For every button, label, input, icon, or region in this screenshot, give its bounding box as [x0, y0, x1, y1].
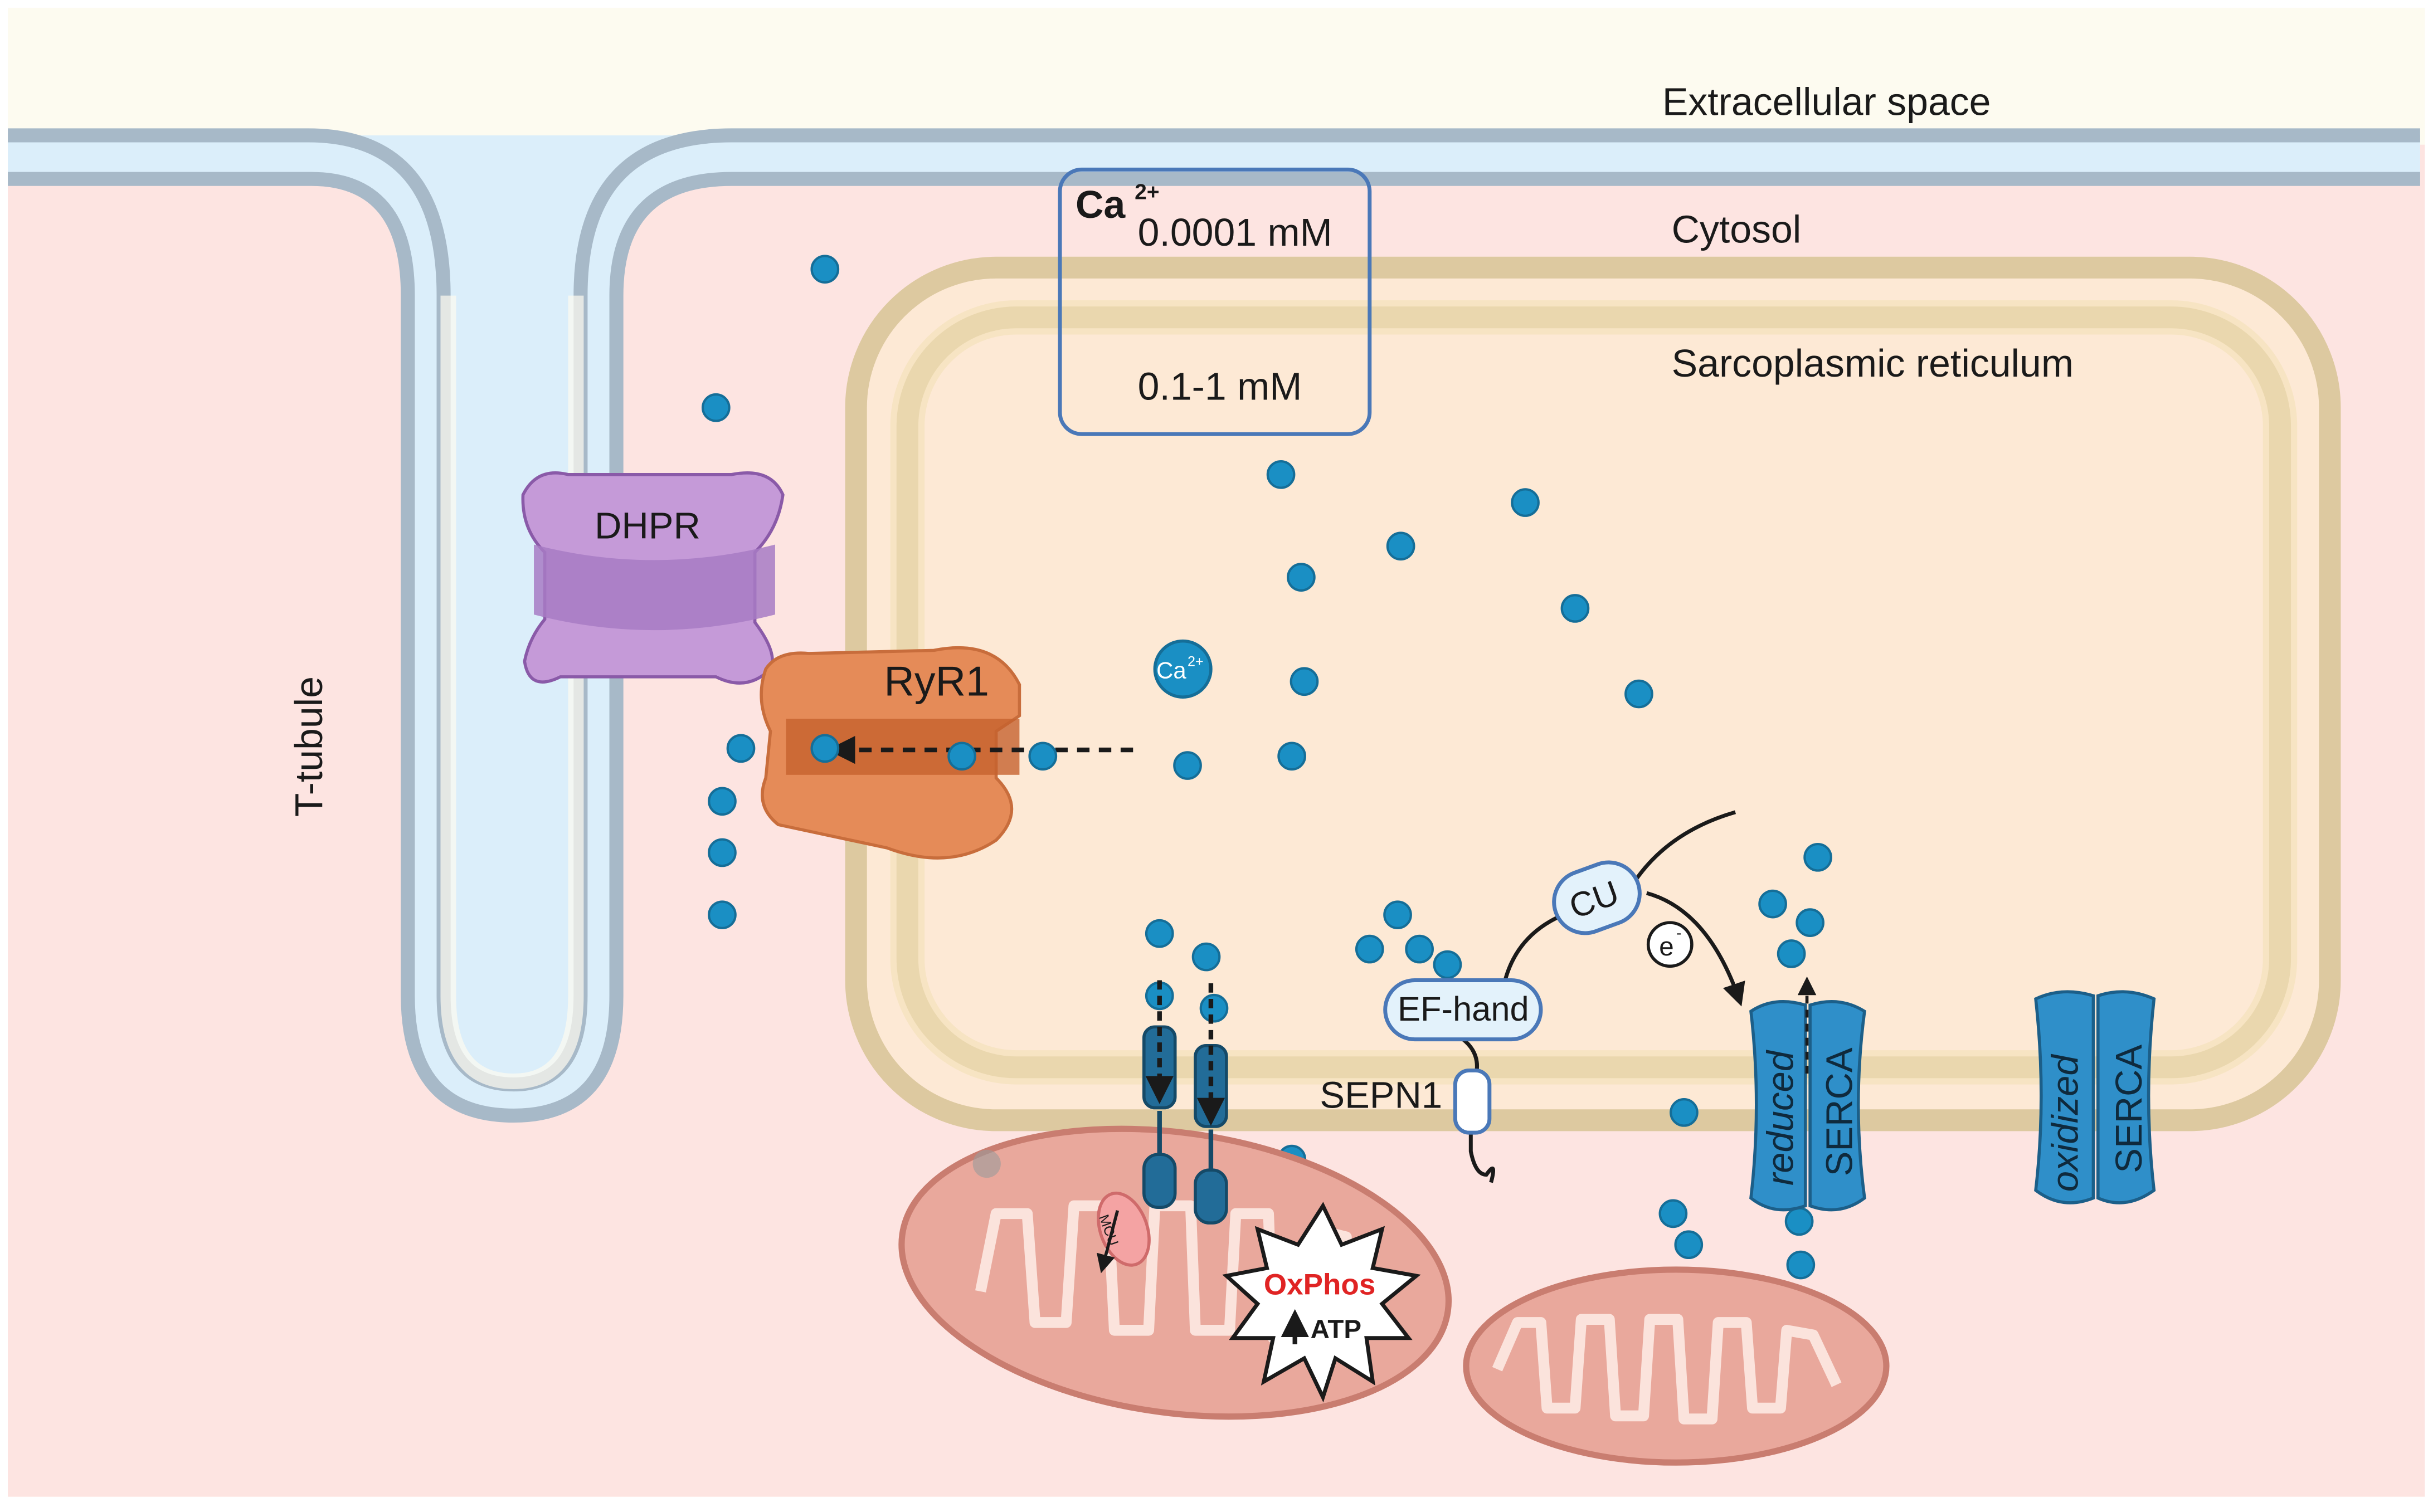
ca-ion	[1277, 742, 1306, 771]
ryr1-label: RyR1	[884, 657, 989, 704]
ca-ion	[1784, 1207, 1814, 1236]
ca-sr-concentration: 0.1-1 mM	[1138, 365, 1302, 408]
ca-ion	[1287, 563, 1316, 592]
ef-hand-label: EF-hand	[1398, 990, 1529, 1028]
serca-reduced-state: reduced	[1759, 1049, 1801, 1186]
calcium-concentration-box: Ca 2+ 0.0001 mM 0.1-1 mM	[1058, 167, 1372, 436]
ca-ion	[701, 393, 731, 422]
ca-ion	[1405, 934, 1434, 964]
ca-ion	[708, 838, 737, 867]
ca-ion	[1777, 939, 1806, 968]
ca-ion	[1674, 1230, 1704, 1260]
sepn1-protein: EF-hand CU SEPN1	[1320, 810, 1736, 1183]
atp-label: ATP	[1311, 1315, 1361, 1344]
ca-ion	[1803, 842, 1832, 872]
ca-ion	[1758, 889, 1787, 919]
oxphos-burst	[1222, 1202, 1421, 1403]
ca-ion	[1173, 751, 1202, 780]
ca-ion	[1028, 742, 1058, 771]
dhpr-channel: DHPR	[521, 471, 785, 685]
dhpr-label: DHPR	[595, 505, 700, 547]
ryr1-channel: RyR1	[760, 646, 1021, 860]
ca-legend-ion-charge: 2+	[1188, 653, 1204, 669]
ca-ion	[708, 787, 737, 816]
ca-ion	[1560, 594, 1590, 623]
mitochondrion-left: MCU OxPhos ATP	[898, 1125, 1452, 1420]
ca-ion	[810, 255, 840, 284]
ca-legend-ion: Ca 2+	[1153, 639, 1213, 699]
serca-oxidized-state: oxidized	[2044, 1053, 2086, 1192]
extracellular-background	[8, 7, 2425, 145]
ca-ion	[1386, 531, 1415, 561]
electron-transfer: e -	[1646, 891, 1745, 1007]
ca-ion	[1670, 1098, 1699, 1127]
serca-oxidized-label: SERCA	[2108, 1045, 2150, 1173]
cytosol-label: Cytosol	[1672, 208, 1802, 251]
ca-ion	[1191, 942, 1221, 972]
serca-oxidized: oxidized SERCA	[2034, 990, 2156, 1204]
ca-ion	[726, 734, 756, 763]
ca-ion	[1290, 667, 1319, 696]
plasma-membrane	[8, 128, 2420, 1123]
serca-reduced-label: SERCA	[1819, 1047, 1861, 1176]
ca-ion	[1266, 460, 1296, 489]
ca-ion	[1433, 950, 1462, 979]
ca-ion	[1796, 908, 1824, 937]
electron-label: e	[1659, 932, 1673, 962]
t-tubule-label: T-tubule	[287, 676, 330, 817]
ca-ion	[708, 900, 737, 929]
ca-ion	[810, 734, 840, 763]
ca-ion	[1355, 934, 1384, 964]
ca-ion	[1145, 919, 1174, 948]
serca-reduced: reduced SERCA	[1749, 976, 1866, 1212]
ca-ion	[1658, 1199, 1688, 1228]
sr-label: Sarcoplasmic reticulum	[1672, 342, 2074, 385]
ca-ion	[1199, 993, 1229, 1023]
extracellular-label: Extracellular space	[1662, 80, 1991, 124]
ca-box-ion: Ca	[1076, 183, 1126, 226]
ca-cytosol-concentration: 0.0001 mM	[1138, 211, 1332, 254]
ca-ion	[1511, 488, 1540, 517]
er-mito-tethers	[1142, 980, 1228, 1225]
ca-ion	[947, 742, 976, 771]
electron-charge: -	[1676, 924, 1681, 942]
oxphos-label: OxPhos	[1264, 1269, 1375, 1301]
sepn1-label: SEPN1	[1320, 1074, 1442, 1116]
ca-box-charge: 2+	[1135, 180, 1160, 204]
ca-ion	[1383, 900, 1412, 929]
ca-legend-ion-label: Ca	[1156, 657, 1186, 684]
sarcoplasmic-reticulum	[845, 256, 2341, 1131]
ca-ion	[1624, 679, 1653, 709]
ca-ion	[1786, 1250, 1816, 1280]
mitochondrion-right	[1463, 1266, 1890, 1466]
